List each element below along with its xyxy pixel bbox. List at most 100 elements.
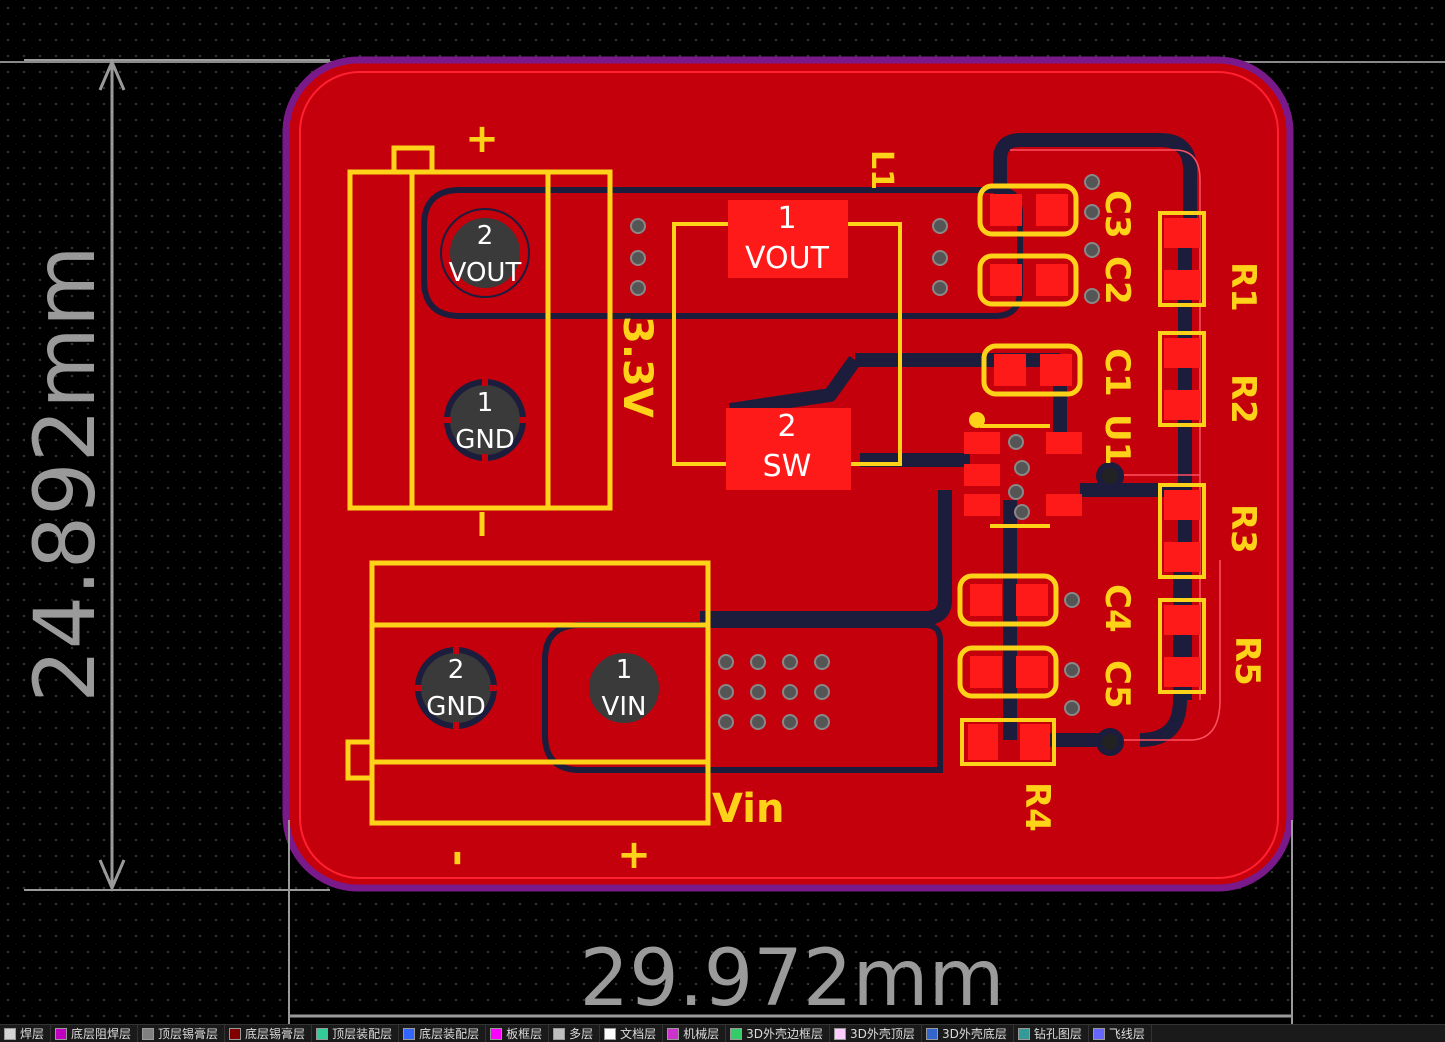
- label-C2: C2: [1097, 256, 1137, 305]
- terminal-output-plus: +: [465, 116, 499, 162]
- capacitor-C1[interactable]: [981, 343, 1083, 397]
- layer-color-swatch: [316, 1027, 329, 1040]
- layer-color-swatch: [490, 1027, 503, 1040]
- L1-pad2-number: 2: [777, 409, 796, 444]
- layer-color-swatch: [55, 1027, 68, 1040]
- layer-tab[interactable]: 顶层装配层: [312, 1025, 400, 1042]
- layer-tab-label: 3D外壳顶层: [850, 1027, 915, 1041]
- layer-color-swatch: [553, 1027, 566, 1040]
- layer-tab-label: 焊层: [20, 1027, 45, 1041]
- layer-tab[interactable]: 文档层: [600, 1025, 664, 1042]
- layer-tab-bar: 焊层 底层阻焊层 顶层锡膏层底层锡膏层 顶层装配层底层装配层 板框层 多层 文档层 机械层 3D…: [0, 1024, 1445, 1042]
- capacitor-C3[interactable]: [977, 183, 1079, 237]
- dimension-height-value: 24.892mm: [16, 245, 114, 703]
- layer-tab[interactable]: 顶层锡膏层: [138, 1025, 226, 1042]
- input-pin1-net: VIN: [602, 692, 647, 722]
- terminal-output[interactable]: + 2 VOUT 1 GND 3.3V: [347, 116, 660, 536]
- output-voltage-label: 3.3V: [614, 316, 660, 418]
- layer-color-swatch: [1092, 1027, 1105, 1040]
- copper-pour-edge: [299, 71, 1279, 879]
- layer-color-swatch: [1017, 1027, 1030, 1040]
- pin2-net: VOUT: [449, 258, 522, 288]
- label-R1: R1: [1223, 262, 1263, 312]
- L1-pad1-number: 1: [777, 201, 796, 236]
- layer-tab-label: 顶层锡膏层: [158, 1027, 219, 1041]
- capacitor-C4[interactable]: [957, 573, 1059, 627]
- L1-pad-1[interactable]: [728, 200, 848, 278]
- input-pin1-number: 1: [616, 655, 633, 685]
- label-U1: U1: [1097, 414, 1137, 465]
- L1-pad1-net: VOUT: [745, 241, 830, 276]
- layer-tab[interactable]: 多层: [549, 1025, 601, 1042]
- layer-tab-label: 3D外壳边框层: [746, 1027, 824, 1041]
- layer-tab[interactable]: 底层装配层: [399, 1025, 487, 1042]
- label-C5: C5: [1097, 660, 1137, 709]
- layer-color-swatch: [403, 1027, 416, 1040]
- layer-tab[interactable]: 钻孔图层: [1014, 1025, 1089, 1042]
- layer-tab-label: 3D外壳底层: [941, 1027, 1007, 1041]
- inductor-L1[interactable]: 1 VOUT 2 SW L1: [672, 150, 902, 490]
- via-large-2[interactable]: [1096, 728, 1124, 756]
- via-group[interactable]: [630, 174, 1100, 730]
- resistor-column[interactable]: [1158, 211, 1206, 694]
- layer-tab[interactable]: 3D外壳边框层: [726, 1025, 831, 1042]
- dimension-width-value: 29.972mm: [580, 934, 1005, 1024]
- ic-U1[interactable]: [964, 412, 1082, 528]
- layer-tab-label: 底层阻焊层: [71, 1027, 132, 1041]
- capacitor-C5[interactable]: [957, 645, 1059, 699]
- layer-tab[interactable]: 3D外壳顶层: [830, 1025, 922, 1042]
- label-C4: C4: [1097, 584, 1137, 633]
- pin1-net: GND: [455, 425, 515, 455]
- layer-tab-label: 文档层: [620, 1027, 657, 1041]
- terminal-output-silk: [347, 169, 613, 511]
- resistor-R4[interactable]: [960, 718, 1056, 766]
- layer-tab-label: 飞线层: [1108, 1027, 1145, 1041]
- layer-tab[interactable]: 底层锡膏层: [225, 1025, 313, 1042]
- layer-color-swatch: [667, 1027, 680, 1040]
- layer-tab[interactable]: 板框层: [486, 1025, 550, 1042]
- L1-designator: L1: [864, 150, 899, 190]
- input-pin2-number: 2: [448, 655, 465, 685]
- label-C1: C1: [1097, 348, 1137, 397]
- label-R4: R4: [1017, 782, 1057, 832]
- pin1-number: 1: [477, 388, 494, 418]
- terminal-output-pin2[interactable]: [444, 212, 526, 294]
- layer-tab[interactable]: 3D外壳底层: [922, 1025, 1014, 1042]
- layer-tab-label: 多层: [569, 1027, 594, 1041]
- terminal-input-minus: -: [436, 850, 482, 867]
- terminal-input-plus: +: [617, 832, 651, 878]
- via-large-1[interactable]: [1096, 462, 1124, 490]
- layer-tab-label: 机械层: [683, 1027, 720, 1041]
- layer-tab[interactable]: 飞线层: [1089, 1025, 1152, 1042]
- label-R5: R5: [1227, 636, 1267, 686]
- terminal-input[interactable]: 2 GND 1 VIN - + Vin: [345, 560, 784, 878]
- layer-color-swatch: [229, 1027, 242, 1040]
- layer-color-swatch: [142, 1027, 155, 1040]
- dimension-width[interactable]: 29.972mm: [288, 820, 1293, 1024]
- layer-color-swatch: [604, 1027, 617, 1040]
- layer-tab-label: 钻孔图层: [1033, 1027, 1082, 1041]
- label-R2: R2: [1223, 374, 1263, 424]
- layer-color-swatch: [730, 1027, 743, 1040]
- capacitor-C2[interactable]: [977, 253, 1079, 307]
- L1-pad-2[interactable]: [726, 408, 851, 490]
- dimension-height[interactable]: 24.892mm: [16, 58, 330, 892]
- input-voltage-label: Vin: [712, 786, 784, 832]
- layer-tab[interactable]: 焊层: [0, 1025, 52, 1042]
- layer-tab[interactable]: 底层阻焊层: [51, 1025, 139, 1042]
- label-R3: R3: [1223, 504, 1263, 554]
- layer-tab-label: 顶层装配层: [332, 1027, 393, 1041]
- trace-outline-group: [1010, 149, 1221, 741]
- input-pin2-net: GND: [426, 692, 486, 722]
- L1-pad2-net: SW: [763, 449, 812, 484]
- designator-labels: C3 C2 C1 U1 C4 C5 R1 R2 R3 R5 R4: [1017, 190, 1267, 832]
- terminal-input-silk: [369, 560, 711, 826]
- layer-color-swatch: [925, 1027, 938, 1040]
- layer-tab-label: 板框层: [506, 1027, 543, 1041]
- terminal-input-pin1[interactable]: [583, 647, 665, 729]
- layer-tab[interactable]: 机械层: [663, 1025, 727, 1042]
- layer-color-swatch: [834, 1027, 847, 1040]
- pin2-number: 2: [477, 221, 494, 251]
